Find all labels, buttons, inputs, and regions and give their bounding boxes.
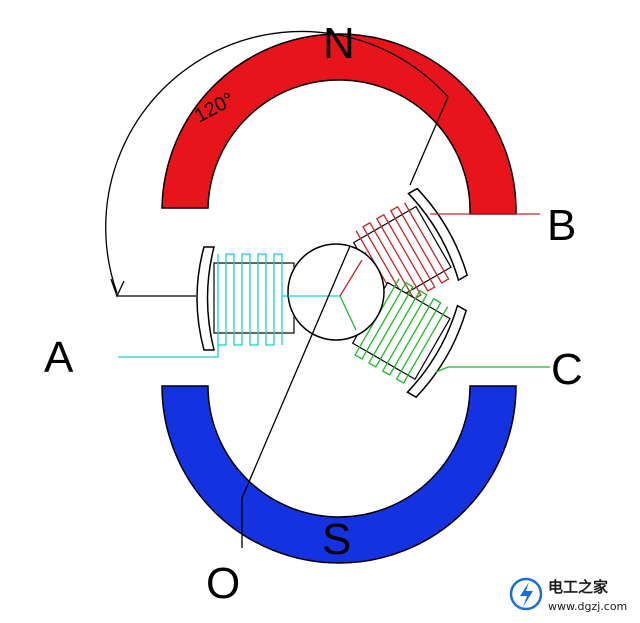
rotor [287, 243, 385, 341]
south-label: S [322, 515, 351, 564]
north-label: N [323, 19, 355, 68]
watermark: 电工之家 www.dgzj.com [506, 572, 636, 618]
phase-c-label: C [551, 345, 583, 394]
origin-label: O [206, 559, 240, 608]
south-pole-magnet [161, 385, 517, 564]
rotor-green-link [339, 295, 357, 331]
origin-line [241, 245, 351, 548]
rotor-red-link [339, 259, 363, 297]
north-pole-magnet [161, 33, 517, 215]
lightning-logo-icon [509, 577, 543, 611]
phase-a-label: A [44, 333, 74, 382]
b-reference-line [409, 96, 449, 186]
coil-a [118, 246, 340, 358]
phase-b-label: B [547, 201, 576, 250]
angle-arc [105, 30, 449, 298]
watermark-url: www.dgzj.com [548, 600, 627, 613]
watermark-title: 电工之家 [548, 578, 608, 596]
lead-c [435, 366, 550, 373]
